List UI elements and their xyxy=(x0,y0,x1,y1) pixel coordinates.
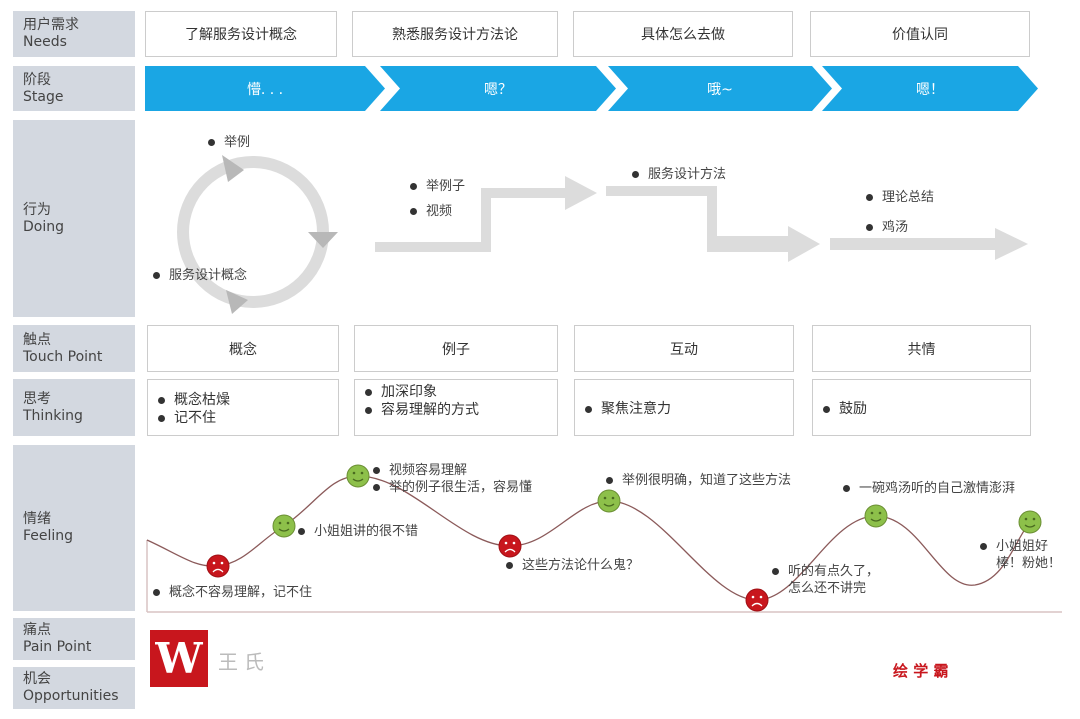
feeling-comment-text: 听的有点久了， xyxy=(788,564,880,579)
feeling-comment-text: 小姐姐讲的很不错 xyxy=(314,524,419,539)
label-en: Pain Point xyxy=(23,639,92,655)
label-zh: 阶段 xyxy=(23,71,51,88)
label-en: Thinking xyxy=(23,407,83,424)
sad-face-icon xyxy=(745,588,769,612)
doing-item: 鸡汤 xyxy=(866,216,908,235)
happy-face-icon xyxy=(272,514,296,538)
need-box: 价值认同 xyxy=(810,11,1030,57)
feeling-comment-text: 这些方法论什么鬼？ xyxy=(522,558,640,573)
happy-face-icon xyxy=(1018,510,1042,534)
doing-item: 视频 xyxy=(410,200,452,219)
feeling-comment-text: 概念不容易理解，记不住 xyxy=(169,585,313,600)
stage-label: 嗯！ xyxy=(916,82,944,98)
watermark-logo: W xyxy=(150,630,208,687)
label-en: Opportunities xyxy=(23,688,119,704)
sad-face-icon xyxy=(498,534,522,558)
label-en: Feeling xyxy=(23,528,74,544)
feeling-comment-text: 一碗鸡汤听的自己激情澎湃 xyxy=(859,481,1016,496)
thinking-item: 记不住 xyxy=(158,409,216,427)
step-down-arrow-icon xyxy=(606,186,820,262)
feeling-comment: 概念不容易理解，记不住 xyxy=(153,584,312,601)
label-zh: 触点 xyxy=(23,331,51,348)
thinking-item: 加深印象 xyxy=(365,383,437,401)
straight-arrow-icon xyxy=(830,228,1028,260)
doing-item: 举例 xyxy=(208,131,250,150)
sad-face-icon xyxy=(206,554,230,578)
touch-point-box: 概念 xyxy=(147,325,339,372)
watermark-brand: 王氏 xyxy=(218,650,270,674)
feeling-comment: 举例很明确，知道了这些方法 xyxy=(606,472,791,489)
feeling-comment: 怎么还不讲完 xyxy=(772,580,866,597)
need-box: 了解服务设计概念 xyxy=(145,11,337,57)
stage-chevron xyxy=(822,66,1038,111)
feeling-comment: 小姐姐讲的很不错 xyxy=(298,523,418,540)
feeling-comment-text: 举的例子很生活，容易懂 xyxy=(389,480,533,495)
stage-label: 哦~ xyxy=(707,82,733,98)
touch-point-box: 例子 xyxy=(354,325,558,372)
happy-face-icon xyxy=(597,489,621,513)
feeling-comment-text: 怎么还不讲完 xyxy=(788,581,867,596)
doing-arrows xyxy=(177,155,1028,314)
label-zh: 用户需求 xyxy=(23,17,79,33)
label-en: Doing xyxy=(23,218,64,235)
happy-face-icon xyxy=(346,464,370,488)
step-up-arrow-icon xyxy=(375,176,597,252)
happy-face-icon xyxy=(864,504,888,528)
thinking-item: 概念枯燥 xyxy=(158,391,230,409)
stage-chevron xyxy=(380,66,616,111)
doing-item: 理论总结 xyxy=(866,186,934,205)
feeling-comment: 这些方法论什么鬼？ xyxy=(506,557,639,574)
stage-chevrons: 懵. . . 嗯？ 哦~ 嗯！ xyxy=(145,66,1038,111)
feeling-comment: 听的有点久了， xyxy=(772,563,879,580)
thinking-item: 聚焦注意力 xyxy=(585,400,671,418)
cycle-arrow-icon xyxy=(177,155,338,314)
watermark-footer: 绘 学 霸 xyxy=(893,662,949,680)
thinking-box: 聚焦注意力 xyxy=(574,379,794,436)
doing-item: 举例子 xyxy=(410,175,465,194)
label-zh: 情绪 xyxy=(23,511,51,527)
label-zh: 行为 xyxy=(23,201,51,218)
stage-chevron xyxy=(145,66,385,111)
thinking-box: 鼓励 xyxy=(812,379,1031,436)
label-zh: 机会 xyxy=(23,671,51,687)
touch-point-box: 互动 xyxy=(574,325,794,372)
stage-label: 懵. . . xyxy=(247,82,283,98)
thinking-item: 鼓励 xyxy=(823,400,867,418)
feeling-comment: 视频容易理解 xyxy=(373,462,467,479)
label-en: Stage xyxy=(23,88,64,105)
need-box: 具体怎么去做 xyxy=(573,11,793,57)
thinking-box: 概念枯燥 记不住 xyxy=(147,379,339,436)
feeling-comment: 小姐姐好 xyxy=(980,538,1048,555)
label-zh: 痛点 xyxy=(23,622,51,638)
feeling-chart xyxy=(146,464,1062,613)
stage-chevron xyxy=(608,66,832,111)
thinking-item: 容易理解的方式 xyxy=(365,401,479,419)
need-box: 熟悉服务设计方法论 xyxy=(352,11,558,57)
doing-item: 服务设计概念 xyxy=(153,264,247,283)
feeling-comment: 棒！粉她！ xyxy=(980,555,1061,572)
label-en: Needs xyxy=(23,34,67,50)
feeling-comment: 一碗鸡汤听的自己激情澎湃 xyxy=(843,480,1015,497)
label-zh: 思考 xyxy=(23,390,51,407)
touch-point-box: 共情 xyxy=(812,325,1031,372)
doing-item: 服务设计方法 xyxy=(632,163,726,182)
feeling-comment: 举的例子很生活，容易懂 xyxy=(373,479,532,496)
feeling-comment-text: 棒！粉她！ xyxy=(996,556,1062,571)
stage-label: 嗯？ xyxy=(484,82,512,98)
feeling-comment-text: 视频容易理解 xyxy=(389,463,468,478)
thinking-box: 加深印象 容易理解的方式 xyxy=(354,379,558,436)
feeling-comment-text: 举例很明确，知道了这些方法 xyxy=(622,473,792,488)
feeling-comment-text: 小姐姐好 xyxy=(996,539,1049,554)
label-en: Touch Point xyxy=(23,348,103,365)
